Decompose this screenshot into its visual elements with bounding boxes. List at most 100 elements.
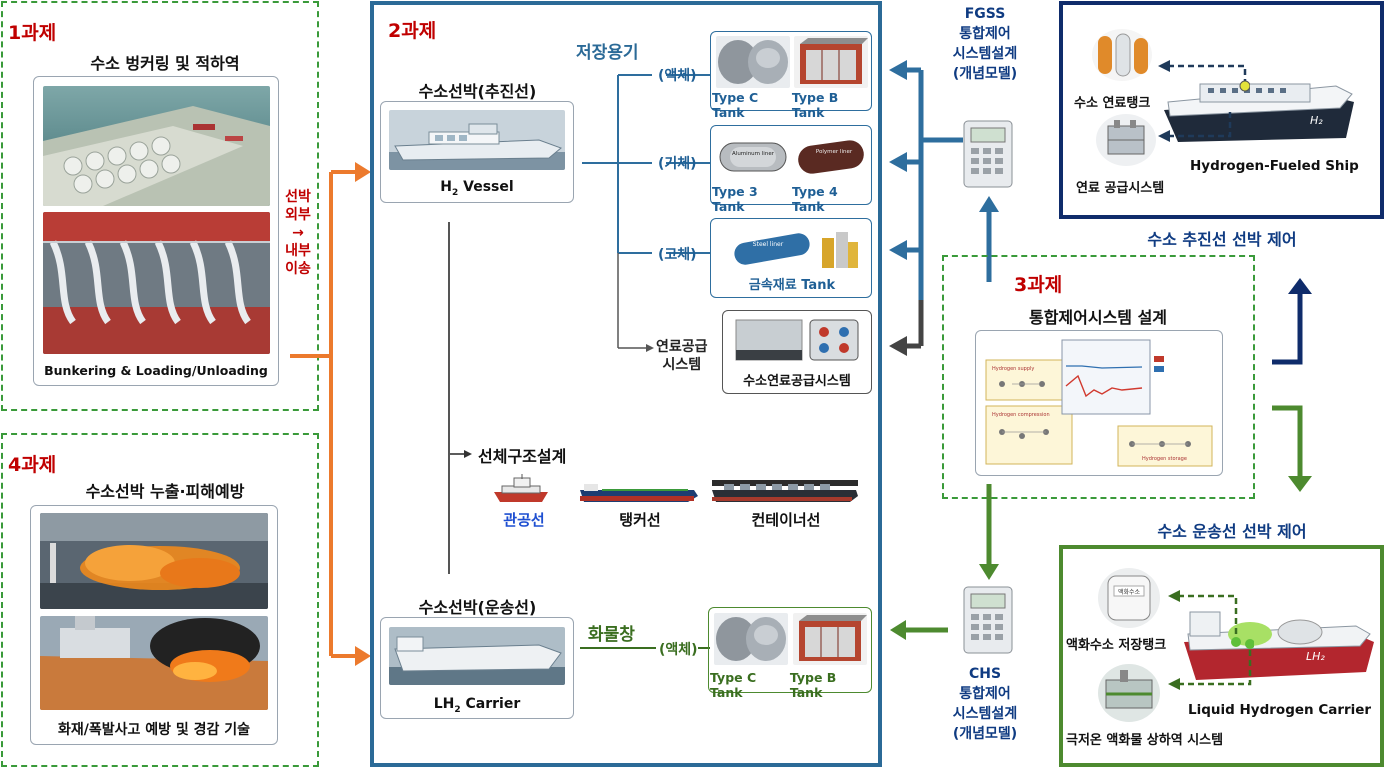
type-b-tank-image xyxy=(794,36,868,88)
gas-tank-labels: Type 3 Tank Type 4 Tank xyxy=(712,184,872,214)
h2-caption-rest: Vessel xyxy=(458,179,514,195)
h2-caption-main: H xyxy=(440,179,453,195)
cargo-arrow-line xyxy=(580,647,710,649)
aluminum-liner-label: Aluminum liner xyxy=(732,151,775,157)
liquid-hydrogen-carrier-label: Liquid Hydrogen Carrier xyxy=(1188,702,1372,718)
task3-number: 3과제 xyxy=(1014,274,1063,296)
storage-title: 저장용기 xyxy=(576,43,639,63)
task3-to-fgss-arrow xyxy=(979,196,999,282)
fuel-supply-label-line-1: 연료공급 xyxy=(656,339,708,355)
lh2-caption-rest: Carrier xyxy=(460,696,521,712)
task4-title: 수소선박 누출·피해예방 xyxy=(85,482,245,501)
liquid-label: (액체) xyxy=(658,68,697,84)
cargo-type-b-label: Type B Tank xyxy=(789,670,837,700)
lh2-storage-tank-label: 액화수소 저장탱크 xyxy=(1066,638,1167,653)
cargo-type-b-tank-image xyxy=(793,613,867,665)
container-ship-image xyxy=(712,480,858,502)
cryogenic-handling-image xyxy=(1098,664,1160,722)
fgss-line-4: (개념모델) xyxy=(952,66,1018,82)
hydrogen-fueled-ship-label: Hydrogen-Fueled Ship xyxy=(1190,158,1359,174)
type-4-tank-label: Type 4 Tank xyxy=(792,184,838,214)
panel-label-supply: Hydrogen supply xyxy=(992,366,1034,372)
vessel-divider-line xyxy=(448,222,450,574)
type-c-tank-image xyxy=(716,36,790,88)
carrier-dashed-arrows xyxy=(1168,590,1254,690)
solid-label: (고체) xyxy=(658,247,697,263)
carrier-control-caption: 수소 운송선 선박 제어 xyxy=(1157,522,1307,541)
task3-box xyxy=(942,255,1255,499)
metal-tank-image: Steel liner xyxy=(730,224,860,270)
h2-caption-sub: 2 xyxy=(452,187,459,198)
fuel-supply-system-image xyxy=(1096,114,1156,166)
panel-label-storage: Hydrogen storage xyxy=(1142,456,1187,462)
gas-label: (기체) xyxy=(658,156,697,172)
cargo-type-c-label: Type C Tank xyxy=(710,670,757,700)
task4-number: 4과제 xyxy=(8,454,57,476)
ship-type-tanker: 탱커선 xyxy=(619,511,661,529)
hydrogen-fueled-ship-image: H₂ xyxy=(1164,83,1354,142)
task2-box xyxy=(370,1,882,767)
task4-caption: 화재/폭발사고 예방 및 경감 기술 xyxy=(57,722,251,738)
cargo-tanks-card xyxy=(708,607,872,693)
cargo-tank-labels: Type C Tank Type B Tank xyxy=(710,670,870,700)
side-label-line-4: 이송 xyxy=(285,261,311,277)
fuel-supply-label: 연료공급 시스템 xyxy=(656,338,708,374)
liquid-hydrogen-carrier-image: LH₂ xyxy=(1184,611,1374,680)
bunkering-pipes-image xyxy=(43,212,270,354)
cargo-type-c-tank-image xyxy=(714,613,788,665)
type-3-tank-image: Aluminum liner xyxy=(716,133,790,181)
h2-vessel-image xyxy=(389,110,565,170)
task4-box xyxy=(1,433,319,767)
type-3-tank-label: Type 3 Tank xyxy=(712,184,758,214)
ship-type-patrol: 관공선 xyxy=(503,511,545,529)
lh2-carrier-image xyxy=(389,627,565,685)
fgss-line-3: 시스템설계 xyxy=(952,46,1018,62)
transfer-side-label: 선박 외부 → 내부 이송 xyxy=(282,188,314,278)
hull-design-title: 선체구조설계 xyxy=(478,447,567,466)
fuel-supply-image xyxy=(732,316,862,362)
lh2-caption-main: LH xyxy=(433,696,455,712)
fgss-controller-device xyxy=(963,120,1013,188)
chs-line-3: 시스템설계 xyxy=(952,706,1018,722)
side-label-arrow: → xyxy=(292,225,304,241)
tanker-ship-image xyxy=(580,484,698,502)
type-c-tank-label: Type C Tank xyxy=(712,90,759,120)
lh2-carrier-caption: LH2 Carrier xyxy=(380,696,574,715)
green-down-arrow xyxy=(1272,405,1312,492)
lh2-caption-sub: 2 xyxy=(454,704,461,715)
metal-tank-label: 금속재료 Tank xyxy=(748,278,836,293)
type-b-tank-label: Type B Tank xyxy=(791,90,839,120)
fgss-to-storage-arrows xyxy=(889,60,963,356)
vessel-title: 수소선박(추진선) xyxy=(418,82,537,101)
chs-line-4: (개념모델) xyxy=(952,726,1018,742)
fuel-supply-system-label: 연료 공급시스템 xyxy=(1076,181,1165,196)
task3-title: 통합제어시스템 설계 xyxy=(1028,308,1168,327)
ship-type-container: 컨테이너선 xyxy=(751,511,821,529)
chs-label: CHS 통합제어 시스템설계 (개념모델) xyxy=(930,664,1040,744)
steel-liner-label: Steel liner xyxy=(753,241,784,248)
propulsion-dashed-arrows xyxy=(1158,60,1250,142)
fuel-supply-caption: 수소연료공급시스템 xyxy=(743,374,851,389)
ship-fire-image xyxy=(40,616,268,710)
side-label-line-2: 외부 xyxy=(285,207,311,223)
fgss-line-1: FGSS xyxy=(964,6,1006,22)
patrol-ship-image xyxy=(494,474,548,502)
cargo-liquid-label: (액체) xyxy=(659,642,698,658)
panel-label-compression: Hydrogen compression xyxy=(992,412,1050,418)
side-label-line-1: 선박 xyxy=(285,189,311,205)
fuel-tank-label: 수소 연료탱크 xyxy=(1074,96,1151,111)
orange-connector xyxy=(290,162,371,666)
task2-number: 2과제 xyxy=(388,20,437,42)
storage-branch-lines xyxy=(582,74,710,352)
task1-caption: Bunkering & Loading/Unloading xyxy=(44,363,268,378)
h2-vessel-caption: H2 Vessel xyxy=(380,179,574,198)
fgss-line-2: 통합제어 xyxy=(959,26,1011,42)
task1-title: 수소 벙커링 및 적하역 xyxy=(90,54,240,73)
task3-to-chs-arrow xyxy=(979,484,999,580)
fuel-tank-image xyxy=(1092,29,1152,81)
control-system-diagram: Hydrogen supply Hydrogen compression Hyd… xyxy=(982,336,1216,470)
port-bunkering-image xyxy=(43,86,270,206)
fuel-supply-label-line-2: 시스템 xyxy=(662,357,702,373)
lh2-tank-sign: 액화수소 xyxy=(1118,589,1141,596)
propulsion-control-caption: 수소 추진선 선박 제어 xyxy=(1147,230,1297,249)
